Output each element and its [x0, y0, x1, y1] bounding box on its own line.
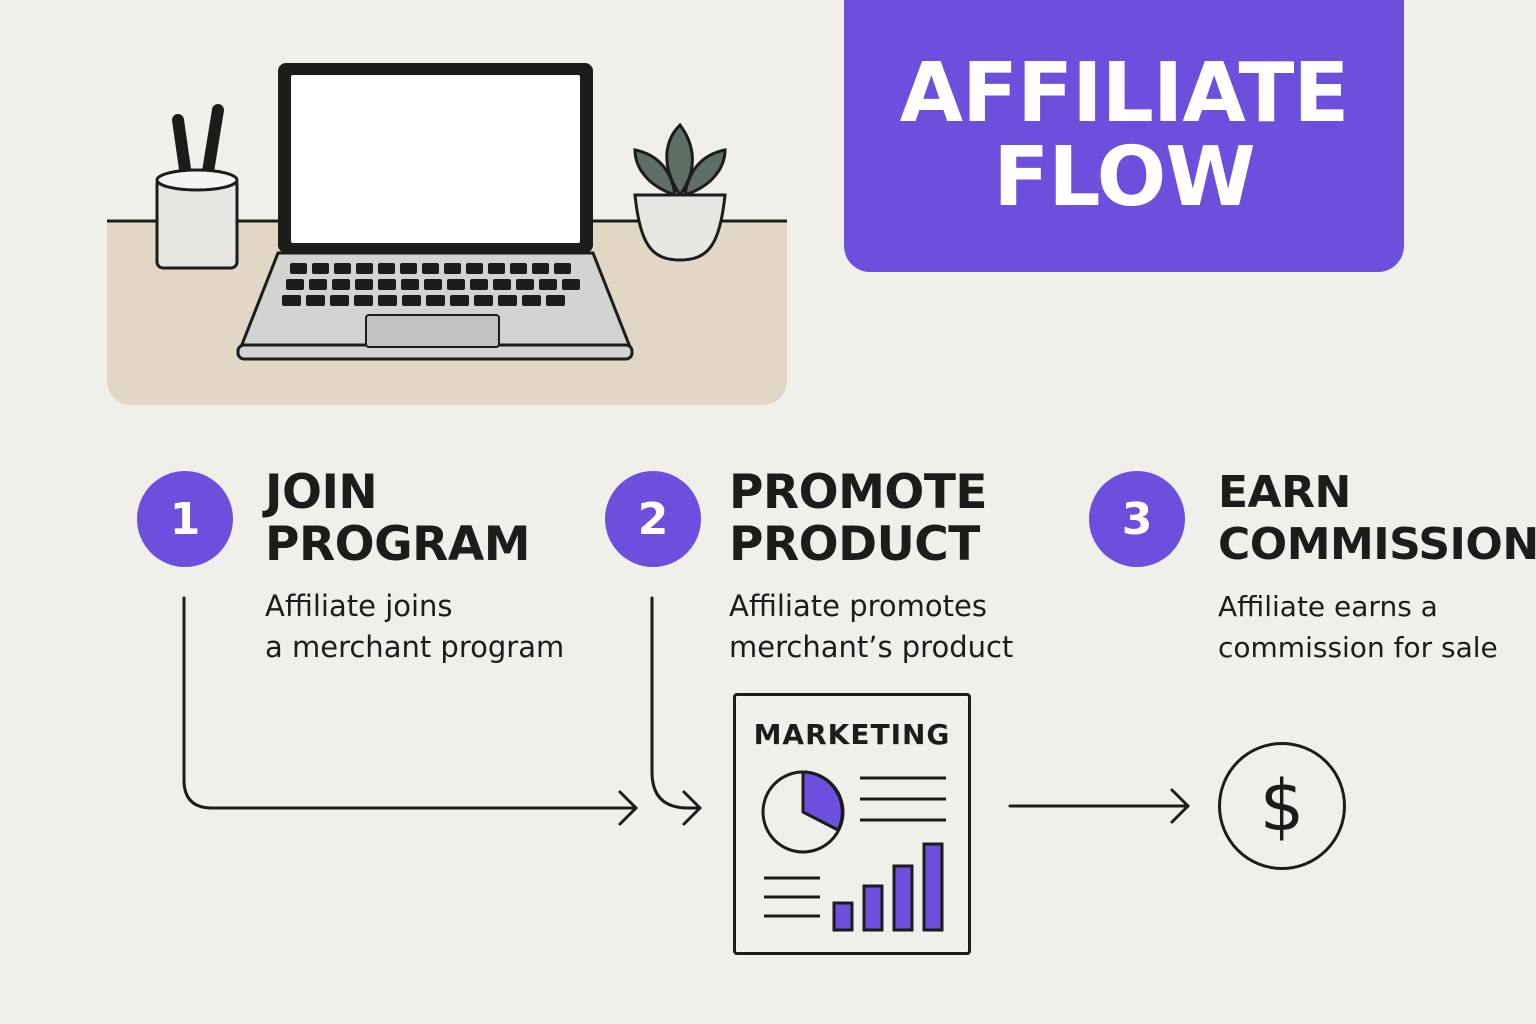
step-2-title: PROMOTE PRODUCT [729, 467, 987, 571]
step-1-desc-line-1: Affiliate joins [265, 589, 453, 623]
marketing-report-icon: MARKETING [733, 693, 971, 955]
bar-chart-icon [832, 842, 944, 932]
marketing-label: MARKETING [753, 718, 951, 751]
title-banner: AFFILIATE FLOW [844, 0, 1404, 272]
desk-illustration [107, 63, 787, 405]
step-1-title: JOIN PROGRAM [265, 465, 531, 572]
step-3-badge: 3 [1089, 471, 1185, 567]
arrow-icon [650, 596, 702, 810]
pencil-cup-icon [155, 104, 239, 270]
step-3-title-line-1: EARN [1218, 467, 1351, 518]
step-2-desc-line-1: Affiliate promotes [729, 589, 987, 623]
step-1-title-line-2: PROGRAM [265, 517, 531, 572]
title-line-1: AFFILIATE [899, 46, 1350, 141]
laptop-icon [236, 63, 634, 361]
title-line-2: FLOW [993, 130, 1255, 225]
dollar-icon: $ [1218, 742, 1346, 870]
step-2-title-line-1: PROMOTE [729, 465, 987, 520]
step-1-description: Affiliate joins a merchant program [265, 586, 564, 668]
step-2-title-line-2: PRODUCT [729, 517, 980, 572]
step-3-desc-line-2: commission for sale [1218, 631, 1498, 664]
step-3-title: EARN COMMISSION [1218, 467, 1536, 571]
pie-chart-icon [761, 770, 845, 854]
step-3-desc-line-1: Affiliate earns a [1218, 590, 1438, 623]
step-3-title-line-2: COMMISSION [1218, 519, 1536, 570]
step-1-desc-line-2: a merchant program [265, 630, 565, 664]
step-2-desc-line-2: merchant’s product [729, 630, 1014, 664]
step-1-badge: 1 [137, 471, 233, 567]
step-2-description: Affiliate promotes merchant’s product [729, 586, 1013, 668]
succulent-plant-icon [633, 122, 727, 262]
marketing-graphics [761, 770, 946, 932]
step-2-badge: 2 [605, 471, 701, 567]
step-3-description: Affiliate earns a commission for sale [1218, 586, 1498, 668]
step-1-title-line-1: JOIN [265, 465, 378, 520]
